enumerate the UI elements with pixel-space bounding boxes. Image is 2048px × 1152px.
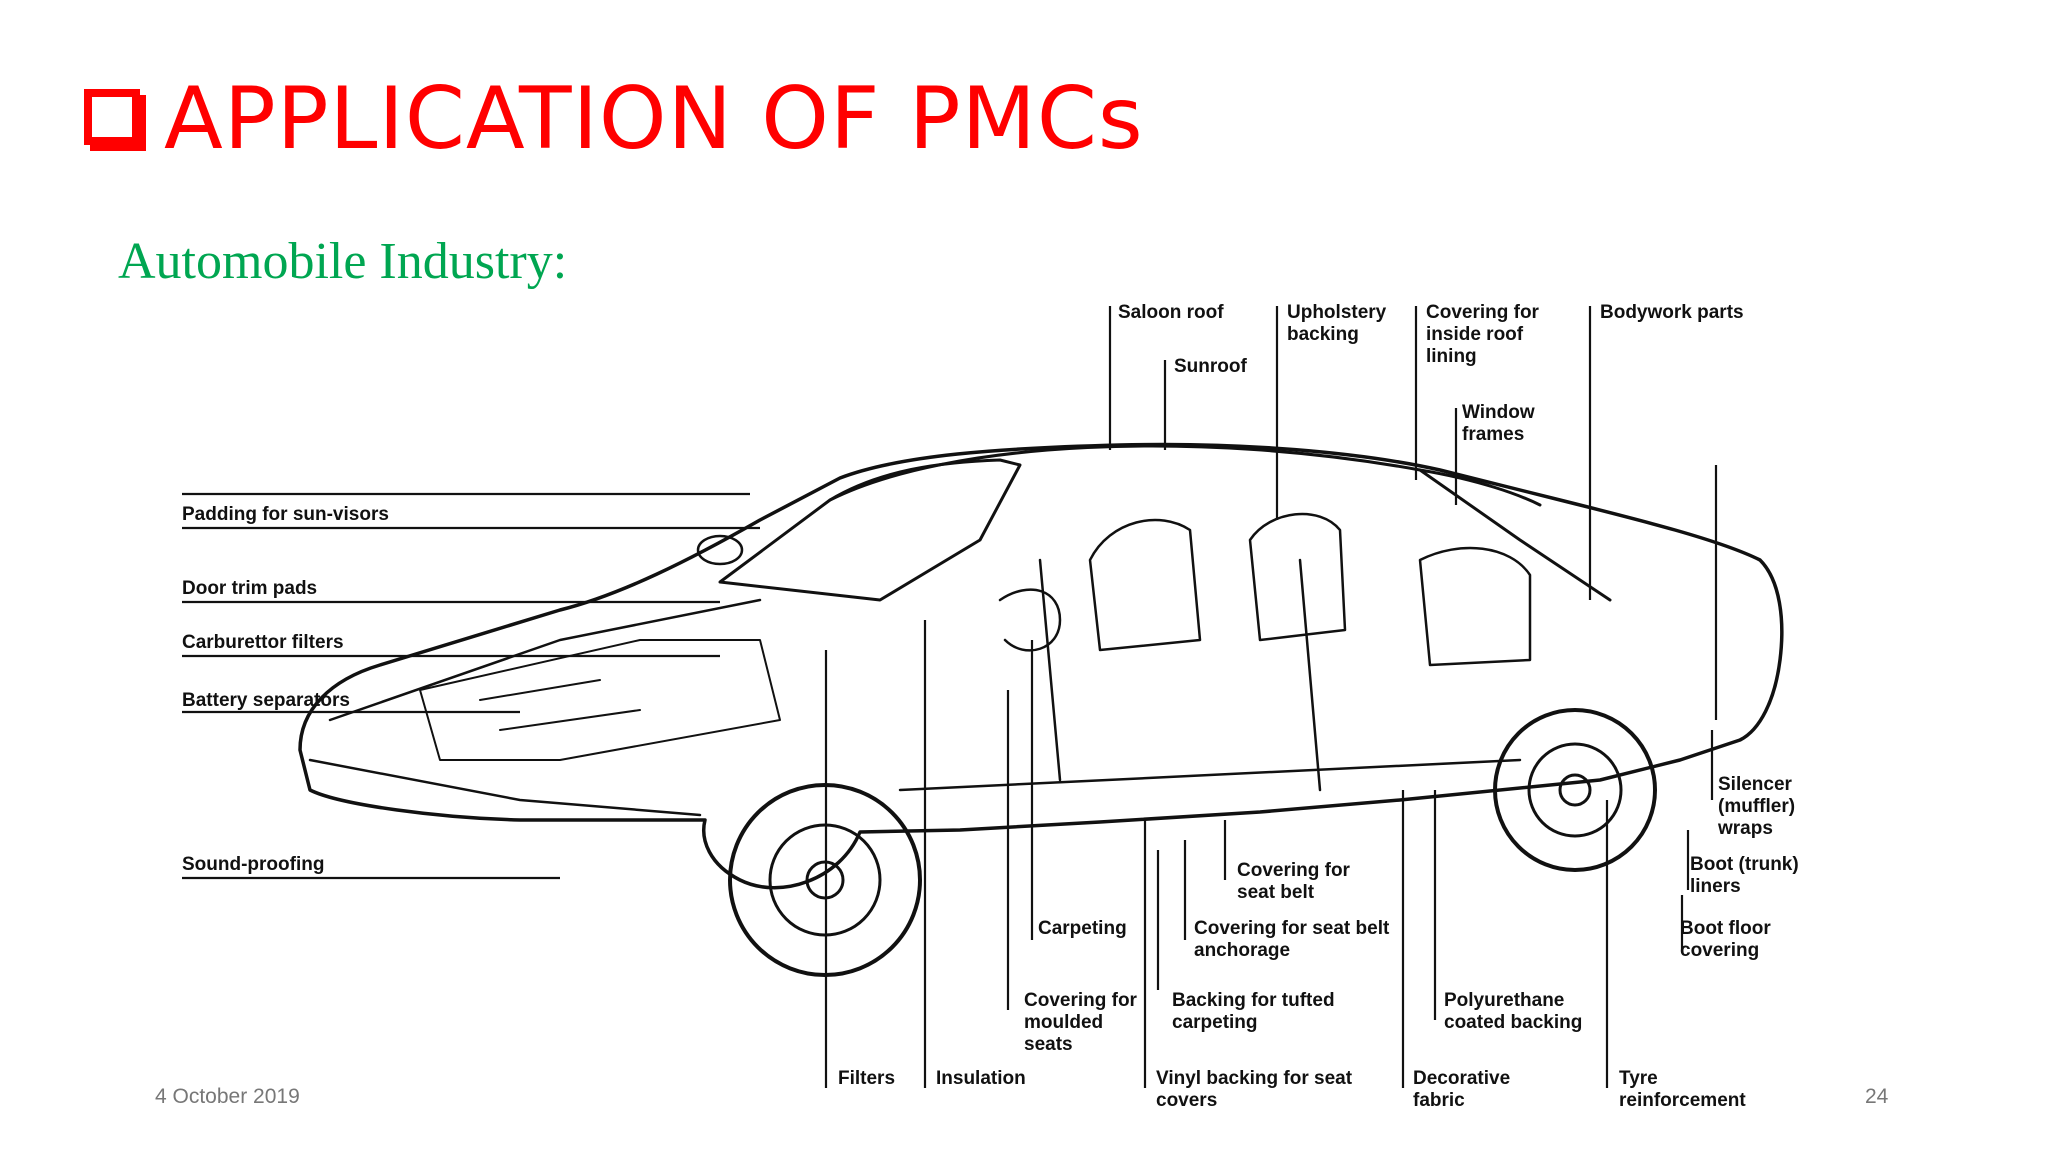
label-bodywork-parts: Bodywork parts bbox=[1600, 302, 1744, 323]
hood-line bbox=[328, 598, 762, 722]
label-sunroof: Sunroof bbox=[1174, 356, 1247, 377]
car-illustration bbox=[298, 442, 1784, 977]
label-covering-seat-belt-anchorage: Covering for seat belt anchorage bbox=[1194, 918, 1395, 961]
label-polyurethane-coated-backing: Polyurethane coated backing bbox=[1444, 990, 1582, 1033]
slide-subtitle: Automobile Industry: bbox=[118, 233, 568, 290]
label-tyre-reinforcement: Tyre reinforcement bbox=[1619, 1068, 1746, 1111]
label-silencer-wraps: Silencer (muffler) wraps bbox=[1717, 774, 1800, 839]
label-boot-liners: Boot (trunk) liners bbox=[1690, 854, 1804, 897]
label-covering-inside-roof: Covering for inside roof lining bbox=[1426, 302, 1544, 367]
label-door-trim-pads: Door trim pads bbox=[182, 578, 317, 599]
seat-shapes bbox=[1088, 512, 1532, 667]
label-filters: Filters bbox=[838, 1068, 895, 1089]
label-saloon-roof: Saloon roof bbox=[1118, 302, 1224, 323]
engine-block bbox=[419, 639, 781, 761]
rear-wheel bbox=[1493, 708, 1657, 872]
label-carpeting: Carpeting bbox=[1038, 918, 1127, 939]
label-backing-tufted-carpeting: Backing for tufted carpeting bbox=[1172, 990, 1340, 1033]
slide-title: APPLICATION OF PMCs bbox=[164, 69, 1144, 169]
leader-lines bbox=[182, 306, 1718, 1088]
label-insulation: Insulation bbox=[936, 1068, 1026, 1089]
roof-line bbox=[828, 444, 1542, 507]
car-body-outline bbox=[298, 442, 1784, 890]
label-upholstery-backing: Upholstery backing bbox=[1287, 302, 1392, 345]
label-decorative-fabric: Decorative fabric bbox=[1413, 1068, 1515, 1111]
rear-window bbox=[1418, 468, 1612, 602]
label-sound-proofing: Sound-proofing bbox=[182, 854, 324, 875]
diagram-labels: Saloon roof Sunroof Upholstery backing C… bbox=[182, 302, 1804, 1111]
footer-date: 4 October 2019 bbox=[155, 1085, 300, 1108]
sill-line bbox=[898, 758, 1522, 792]
steering-wheel bbox=[998, 588, 1062, 652]
windshield bbox=[718, 458, 1022, 602]
label-boot-floor-covering: Boot floor covering bbox=[1680, 918, 1776, 961]
checkbox-bullet-icon bbox=[84, 89, 140, 145]
title-row: APPLICATION OF PMCs bbox=[84, 64, 1144, 174]
label-window-frames: Window frames bbox=[1462, 402, 1540, 445]
side-mirror bbox=[696, 534, 744, 566]
bumper-line bbox=[308, 758, 702, 817]
label-carburettor-filters: Carburettor filters bbox=[182, 632, 344, 653]
label-covering-seat-belt: Covering for seat belt bbox=[1237, 860, 1355, 903]
page-number: 24 bbox=[1865, 1085, 1889, 1108]
door-line bbox=[1038, 558, 1322, 792]
label-vinyl-backing-seat-covers: Vinyl backing for seat covers bbox=[1156, 1068, 1357, 1111]
label-battery-separators: Battery separators bbox=[182, 690, 350, 711]
label-covering-moulded-seats: Covering for moulded seats bbox=[1024, 990, 1142, 1055]
label-padding-sun-visors: Padding for sun-visors bbox=[182, 504, 389, 525]
